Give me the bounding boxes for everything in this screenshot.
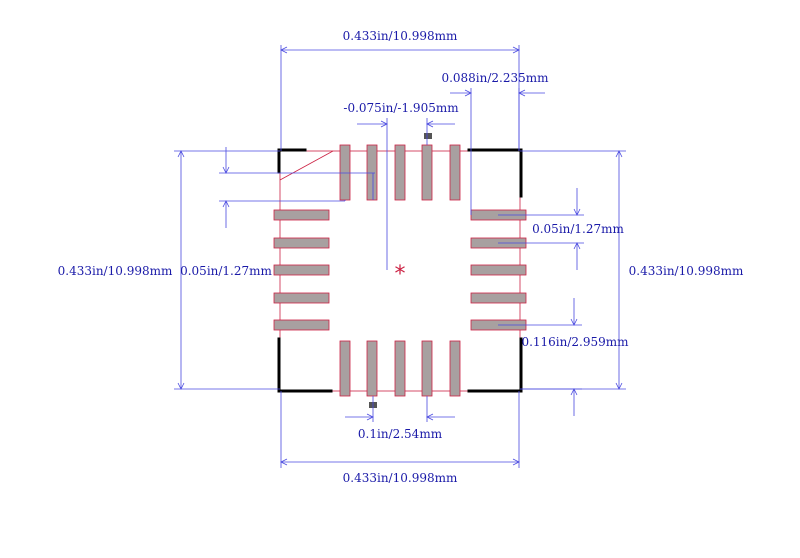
bottom-pads [339,340,461,397]
dim-left-height: 0.433in/10.998mm [58,150,280,390]
dim-span-label: 0.116in/2.959mm [521,335,629,349]
dim-pitch-right-label: 0.05in/1.27mm [532,222,624,236]
dim-right-height: 0.433in/10.998mm [520,150,744,390]
dim-left-height-label: 0.433in/10.998mm [58,264,173,278]
dim-pitch-right: 0.05in/1.27mm [498,188,625,270]
dim-right-height-label: 0.433in/10.998mm [629,264,744,278]
origin-marker: * [395,262,406,287]
dim-span: 0.116in/2.959mm [498,298,629,416]
dim-bottom-width-label: 0.433in/10.998mm [343,471,458,485]
dim-offset: -0.075in/-1.905mm [343,101,459,270]
dim-top-width: 0.433in/10.998mm [280,29,520,151]
dim-pitch-bottom: 0.1in/2.54mm [345,396,455,441]
dim-offset-label: -0.075in/-1.905mm [343,101,459,115]
dim-pitch-left-label: 0.05in/1.27mm [180,264,272,278]
dim-pad-length-label: 0.088in/2.235mm [441,71,549,85]
dim-top-width-label: 0.433in/10.998mm [343,29,458,43]
silkscreen-corners [277,148,523,393]
dim-bottom-width: 0.433in/10.998mm [280,391,520,485]
top-pads [339,144,461,201]
left-pads [273,209,330,331]
dim-pitch-left: 0.05in/1.27mm [180,147,375,278]
dim-pitch-bottom-label: 0.1in/2.54mm [358,427,443,441]
pin1-marker-top [424,133,432,139]
dim-pad-length: 0.088in/2.235mm [441,71,549,215]
pin1-chamfer [279,150,334,181]
right-pads [470,209,527,331]
